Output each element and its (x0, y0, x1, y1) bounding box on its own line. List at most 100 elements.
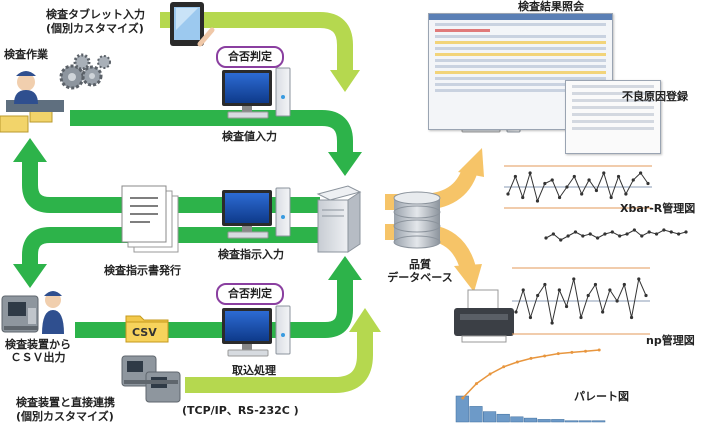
folder-icon (125, 315, 169, 343)
value-input-flow-arrow (70, 110, 353, 152)
bar (578, 420, 592, 423)
data-point (609, 195, 613, 200)
data-point (579, 315, 583, 320)
data-point (601, 310, 605, 314)
cumulative-point (474, 382, 478, 386)
cumulative-point (584, 349, 588, 353)
computer-icon (222, 67, 291, 119)
cumulative-point (543, 354, 547, 358)
data-point (646, 181, 650, 186)
data-point (588, 232, 592, 236)
protocol-label: (TCP/IP、RS-232C ) (182, 404, 299, 417)
data-point (615, 299, 619, 303)
data-point (521, 288, 525, 292)
quality-db-label: 品質 データベース (382, 258, 458, 284)
db-to-inquiry-arrowhead (458, 148, 484, 177)
data-point (557, 288, 561, 292)
defect-cause-window (565, 80, 661, 154)
tablet-icon (170, 2, 215, 47)
device-csv-label: 検査装置から ＣＳＶ出力 (0, 338, 76, 364)
value-input-label: 検査値入力 (222, 130, 277, 143)
db-to-printer-arrowhead (454, 264, 482, 292)
data-point (662, 228, 666, 232)
pareto-label: パレート図 (574, 390, 629, 403)
instruction-issue-label: 検査指示書発行 (104, 264, 181, 277)
data-point (622, 282, 626, 287)
pareto-chart (455, 348, 606, 423)
bar (469, 406, 483, 423)
inspection-machine-icon (1, 295, 39, 333)
data-point (618, 234, 622, 238)
data-point (631, 178, 635, 182)
direct-link-flow-arrow (185, 330, 373, 393)
data-point (536, 293, 540, 298)
data-point (559, 238, 563, 242)
data-point (566, 234, 570, 238)
bar (551, 419, 565, 423)
data-point (593, 282, 598, 287)
inspection-machine-icon (121, 355, 181, 403)
data-point (677, 232, 681, 236)
data-point (624, 192, 628, 196)
tablet-flow-arrowhead (330, 70, 360, 92)
instruction-down-arrowhead (13, 264, 47, 288)
inspection-result-window (428, 13, 613, 130)
data-point (535, 199, 540, 203)
data-point (506, 192, 510, 196)
computer-icon (222, 187, 291, 239)
data-point (513, 174, 517, 179)
quality-db-line1: 品質 (409, 258, 431, 271)
data-point (564, 304, 569, 309)
data-point (528, 171, 532, 175)
bar (510, 416, 524, 423)
xbar-r-label: Xbar-R管理図 (620, 202, 696, 215)
bar (483, 411, 497, 423)
data-point (637, 277, 641, 281)
cumulative-point (461, 396, 465, 400)
printer-icon (454, 289, 514, 343)
instruction-down-flow-arrow (22, 227, 320, 265)
data-point (602, 171, 606, 175)
data-point (586, 293, 590, 298)
worker-icon (0, 71, 64, 133)
pass-fail-badge: 合否判定 (216, 283, 284, 305)
defect-cause-label: 不良原因登録 (622, 90, 688, 103)
np-chart-label: np管理図 (646, 334, 695, 347)
database-icon (393, 191, 441, 249)
bar (564, 420, 578, 423)
cumulative-point (488, 372, 492, 376)
data-point (587, 178, 591, 182)
bar (537, 419, 551, 423)
data-point (581, 234, 585, 238)
tablet-flow-arrow (160, 12, 353, 70)
csv-folder-label: CSV (132, 326, 157, 339)
data-point (654, 232, 659, 236)
quality-db-line2: データベース (387, 271, 453, 284)
device-csv-line2: ＣＳＶ出力 (10, 351, 66, 364)
data-point (610, 230, 614, 234)
data-point (573, 230, 578, 234)
data-point (557, 195, 562, 200)
device-csv-line1: 検査装置から (5, 338, 71, 351)
inspection-work-label: 検査作業 (4, 48, 48, 61)
data-point (640, 234, 644, 238)
direct-link-flow-arrowhead (349, 308, 381, 332)
server-icon (316, 185, 362, 253)
document-icon (121, 185, 179, 253)
data-point (543, 181, 547, 186)
cumulative-point (515, 360, 519, 364)
data-point (521, 195, 525, 200)
data-point (543, 282, 547, 287)
data-point (572, 277, 576, 281)
xbar-r-chart (504, 165, 652, 209)
data-point (632, 228, 637, 232)
data-point (565, 185, 569, 189)
data-point (625, 232, 629, 236)
data-point (594, 188, 599, 193)
data-point (644, 293, 648, 298)
direct-link-label: 検査装置と直接連携 (16, 396, 115, 409)
range-chart (544, 228, 688, 242)
bar (455, 395, 469, 423)
data-point (514, 310, 518, 314)
